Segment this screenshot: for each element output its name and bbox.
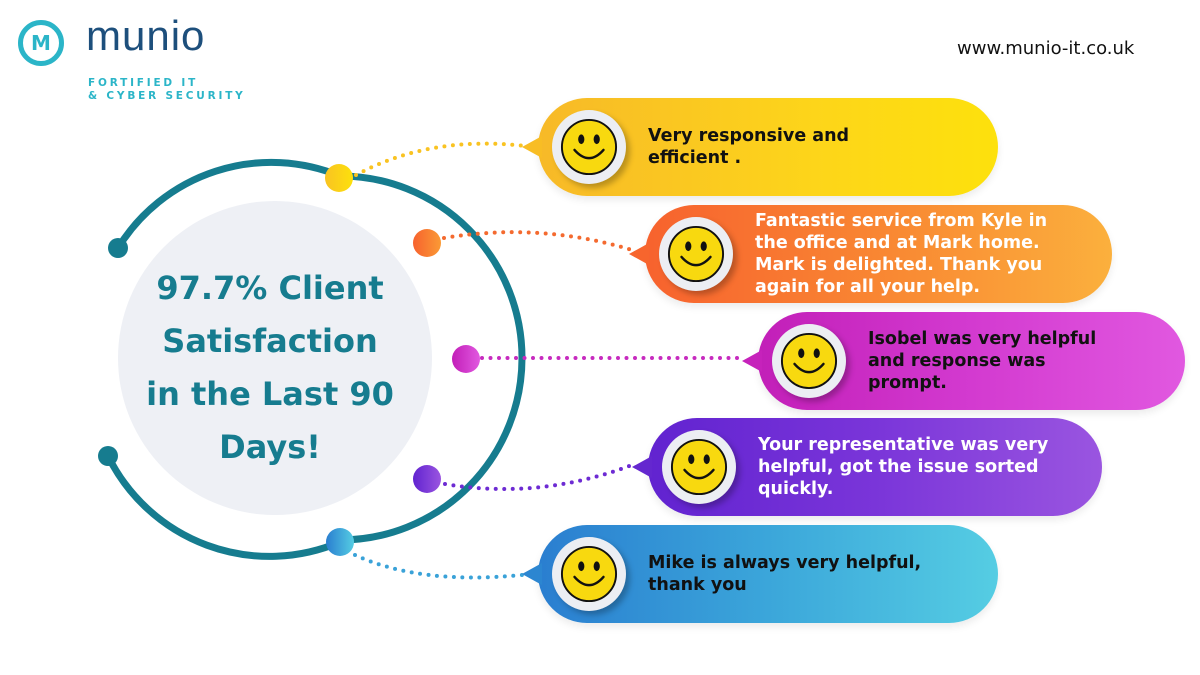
ring-arc-right	[339, 172, 526, 544]
testimonial-bubble-2: Fantastic service from Kyle in the offic…	[629, 205, 1112, 303]
connector-4	[443, 463, 634, 491]
logo-wordmark: munio	[86, 12, 206, 59]
testimonial-text: Mike is always very helpful, thank you	[648, 553, 922, 595]
ring-arc-lower	[104, 452, 344, 560]
smiley-face-icon	[662, 430, 736, 504]
logo-tagline-line2: & CYBER SECURITY	[88, 90, 246, 102]
munio-logo: M munio FORTIFIED IT & CYBER SECURITY	[18, 12, 258, 108]
testimonial-bubble-1: Very responsive and efficient .	[522, 98, 998, 196]
connector-5	[353, 553, 524, 580]
headline-line2: Satisfaction	[162, 322, 378, 360]
testimonial-text: Your representative was very helpful, go…	[758, 435, 1049, 499]
ring-dot-magenta	[452, 345, 480, 373]
smiley-face-icon	[659, 217, 733, 291]
smiley-face-icon	[772, 324, 846, 398]
bubble-tail	[629, 243, 649, 265]
testimonial-text: Isobel was very helpful and response was…	[868, 329, 1097, 393]
smiley-face-icon	[552, 110, 626, 184]
connector-1	[354, 141, 527, 177]
connector-2	[442, 230, 634, 252]
smiley-face-icon	[552, 537, 626, 611]
testimonial-text: Fantastic service from Kyle in the offic…	[755, 211, 1048, 297]
testimonial-bubble-5: Mike is always very helpful, thank you	[522, 525, 998, 623]
bubble-tail	[522, 136, 542, 158]
satisfaction-headline: 97.7% Client Satisfaction in the Last 90…	[130, 262, 410, 474]
testimonial-bubble-3: Isobel was very helpful and response was…	[742, 312, 1185, 410]
testimonial-text: Very responsive and efficient .	[648, 126, 850, 168]
headline-line3: in the Last 90	[146, 375, 394, 413]
bubble-tail	[742, 350, 762, 372]
testimonial-bubble-4: Your representative was very helpful, go…	[632, 418, 1102, 516]
ring-dot-purple	[413, 465, 441, 493]
ring-dot-orange	[413, 229, 441, 257]
bubble-tail	[632, 456, 652, 478]
center-circle	[118, 201, 432, 515]
website-url[interactable]: www.munio-it.co.uk	[957, 38, 1135, 59]
logo-m-icon: M	[18, 20, 64, 66]
ring-dot-yellow	[325, 164, 353, 192]
ring-end-dot-upper	[108, 238, 128, 258]
headline-line1: 97.7% Client	[156, 269, 384, 307]
bubble-tail	[522, 563, 542, 585]
ring-dot-blue	[326, 528, 354, 556]
logo-tagline-line1: FORTIFIED IT	[88, 77, 199, 89]
headline-line4: Days!	[219, 428, 321, 466]
ring-arc-upper	[114, 158, 344, 252]
ring-end-dot-lower	[98, 446, 118, 466]
